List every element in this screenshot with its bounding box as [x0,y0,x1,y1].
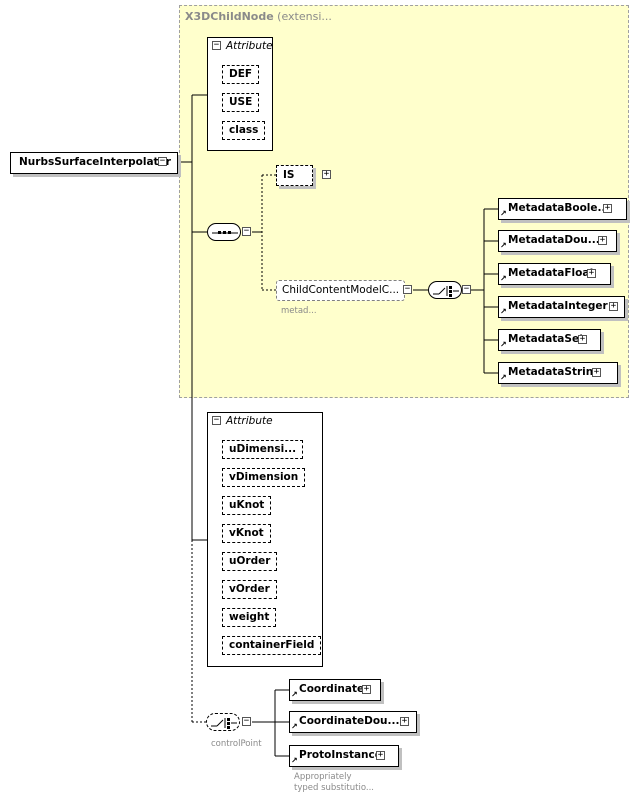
attribute-udimension[interactable]: uDimensi... [222,440,304,459]
root-collapse-icon[interactable]: − [158,156,167,166]
reference-arrow-icon: ↗ [500,373,507,382]
metadata-string-expand-icon[interactable]: + [592,367,601,377]
metadata-double-expand-icon[interactable]: + [598,235,607,245]
metadata-string-element[interactable]: ↗ MetadataString [498,362,618,384]
proto-instance-note-line2: typed substitutio... [294,783,374,793]
attribute-group-2-header: Attribute [226,415,273,427]
attribute-group-1-header: Attribute [226,40,273,52]
attribute-containerfield[interactable]: containerField [222,636,322,655]
coordinate-double-expand-icon[interactable]: + [400,716,409,726]
sequence-compositor-icon [212,231,238,234]
metadata-choice-compositor[interactable] [428,281,462,299]
metadata-choice-collapse-icon[interactable]: − [462,284,471,294]
coordinate-double-element[interactable]: ↗ CoordinateDou... [289,711,417,733]
proto-instance-element[interactable]: ↗ ProtoInstance [289,745,399,767]
reference-arrow-icon: ↗ [500,209,507,218]
attribute-group-2-collapse-icon[interactable]: − [212,415,221,425]
attribute-use[interactable]: USE [222,93,260,112]
metadata-double-label: MetadataDou... [508,234,600,246]
sequence-compositor[interactable] [207,223,241,241]
extension-title-base: X3DChildNode [185,10,274,23]
reference-arrow-icon: ↗ [500,241,507,250]
attribute-uknot[interactable]: uKnot [222,496,272,515]
metadata-set-expand-icon[interactable]: + [578,334,587,344]
coordinate-expand-icon[interactable]: + [362,684,371,694]
root-element[interactable]: NurbsSurfaceInterpolator [10,152,178,174]
metadata-boolean-expand-icon[interactable]: + [603,203,612,213]
reference-arrow-icon: ↗ [291,756,298,765]
control-point-label: controlPoint [211,739,262,749]
is-element-label: IS [283,169,295,181]
control-point-collapse-icon[interactable]: − [242,716,251,726]
coordinate-label: Coordinate [299,683,365,695]
metadata-set-element[interactable]: ↗ MetadataSet [498,329,602,351]
attribute-uorder[interactable]: uOrder [222,552,278,571]
metadata-integer-expand-icon[interactable]: + [609,301,618,311]
extension-title: X3DChildNode (extensi... [185,10,332,23]
metadata-integer-label: MetadataInteger [508,300,608,312]
metadata-set-label: MetadataSet [508,333,585,345]
sequence-collapse-icon[interactable]: − [242,226,251,236]
reference-arrow-icon: ↗ [500,340,507,349]
reference-arrow-icon: ↗ [291,690,298,699]
child-content-model-group[interactable]: ChildContentModelC... [276,280,406,301]
reference-arrow-icon: ↗ [291,722,298,731]
choice-compositor-icon [211,718,237,729]
child-content-model-label: ChildContentModelC... [282,284,400,296]
reference-arrow-icon: ↗ [500,307,507,316]
metadata-float-expand-icon[interactable]: + [587,268,596,278]
reference-arrow-icon: ↗ [500,274,507,283]
attribute-def[interactable]: DEF [222,65,260,84]
attribute-vdimension[interactable]: vDimension [222,468,306,487]
coordinate-element[interactable]: ↗ Coordinate [289,679,382,701]
attribute-weight[interactable]: weight [222,608,277,627]
attribute-vorder[interactable]: vOrder [222,580,277,599]
child-content-collapse-icon[interactable]: − [403,284,412,294]
control-point-choice-compositor[interactable] [206,713,240,731]
metadata-integer-element[interactable]: ↗ MetadataInteger [498,296,625,318]
attribute-group-1-collapse-icon[interactable]: − [212,40,221,50]
metadata-float-element[interactable]: ↗ MetadataFloat [498,263,612,285]
metadata-boolean-label: MetadataBoole... [508,202,610,214]
metadata-double-element[interactable]: ↗ MetadataDou... [498,230,617,252]
child-content-note: metad... [281,306,317,316]
extension-title-suffix: (extensi... [273,10,332,23]
is-element[interactable]: IS [276,165,314,186]
metadata-float-label: MetadataFloat [508,267,595,279]
metadata-boolean-element[interactable]: ↗ MetadataBoole... [498,198,627,220]
choice-compositor-icon [433,286,459,297]
root-element-label: NurbsSurfaceInterpolator [19,156,171,168]
is-expand-icon[interactable]: + [322,169,331,179]
attribute-vknot[interactable]: vKnot [222,524,271,543]
attribute-class[interactable]: class [222,121,266,140]
proto-instance-note-line1: Appropriately [294,772,352,782]
proto-instance-label: ProtoInstance [299,749,382,761]
metadata-string-label: MetadataString [508,366,601,378]
proto-instance-expand-icon[interactable]: + [376,750,385,760]
coordinate-double-label: CoordinateDou... [299,715,400,727]
